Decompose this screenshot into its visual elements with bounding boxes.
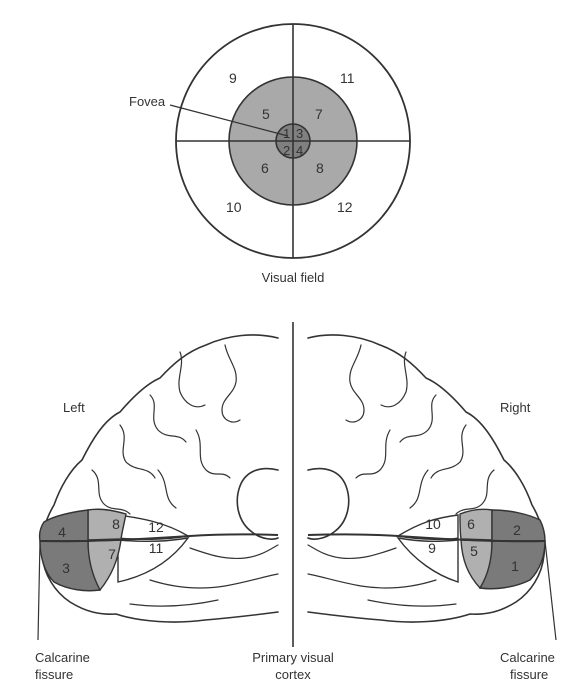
right-sulcus [355, 429, 391, 479]
left-zone-11: 11 [149, 540, 164, 556]
field-zone-2: 2 [283, 143, 290, 158]
left-fissure-leader [37, 540, 41, 641]
left-hemisphere-label: Left [63, 400, 85, 415]
left-zone-8: 8 [112, 516, 120, 532]
left-medial-lobe [236, 467, 279, 540]
left-zone-8-region [87, 508, 127, 541]
field-zone-10: 10 [226, 199, 242, 215]
right-sulcus [399, 394, 437, 443]
right-sulcus [455, 469, 495, 515]
right-zone-6: 6 [467, 516, 475, 532]
right-lower-gyrus [307, 573, 437, 589]
field-zone-4: 4 [296, 143, 303, 158]
right-zone-1: 1 [511, 558, 519, 574]
right-lower-gyrus [367, 599, 457, 607]
field-zone-6: 6 [261, 160, 269, 176]
right-sulcus [409, 469, 429, 509]
field-zone-11: 11 [340, 70, 355, 86]
field-zone-12: 12 [337, 199, 353, 215]
left-sulcus [178, 351, 206, 408]
left-sulcus [149, 394, 187, 443]
left-sulcus [195, 429, 231, 479]
left-zone-12: 12 [148, 519, 164, 535]
right-sulcus [380, 351, 408, 408]
right-calcarine-label-line2: fissure [510, 667, 548, 682]
visual-field-label: Visual field [262, 270, 325, 285]
right-lower-gyrus [307, 544, 397, 560]
left-hemisphere: 4 3 8 7 12 11 Left Calcarine fissure [35, 334, 279, 682]
field-zone-3: 3 [296, 126, 303, 141]
left-zone-3-region [39, 540, 102, 592]
right-hemisphere-label: Right [500, 400, 531, 415]
right-calcarine-label-line1: Calcarine [500, 650, 555, 665]
right-sulcus [430, 424, 467, 479]
primary-visual-cortex-label-line1: Primary visual [252, 650, 334, 665]
left-sulcus [119, 424, 156, 479]
right-zone-10: 10 [425, 516, 441, 532]
right-zone-9-region [396, 537, 459, 583]
right-zone-9: 9 [428, 540, 436, 556]
left-zone-4: 4 [58, 524, 66, 540]
left-zone-11-region [117, 537, 190, 583]
field-zone-9: 9 [229, 70, 237, 86]
left-calcarine-fissure-line [39, 533, 279, 543]
visual-field-diagram: Fovea 9 11 5 7 1 3 2 4 6 8 10 12 Visual … [129, 23, 411, 285]
field-zone-7: 7 [315, 106, 323, 122]
left-calcarine-label-line1: Calcarine [35, 650, 90, 665]
field-zone-5: 5 [262, 106, 270, 122]
right-sulcus [345, 344, 365, 423]
field-zone-1: 1 [283, 126, 290, 141]
fovea-label: Fovea [129, 94, 166, 109]
right-medial-lobe [307, 467, 350, 540]
left-sulcus [91, 469, 131, 515]
right-calcarine-fissure-line [307, 533, 546, 543]
right-zone-6-region [459, 508, 493, 541]
right-zone-2: 2 [513, 522, 521, 538]
left-zone-7: 7 [108, 546, 116, 562]
left-lower-gyrus [129, 599, 219, 607]
right-hemisphere-outline [307, 334, 546, 623]
right-hemisphere: 2 1 6 5 10 9 Right Calcarine fissure [307, 334, 557, 682]
left-zone-4-region [38, 509, 89, 542]
primary-visual-cortex-label-line2: cortex [275, 667, 311, 682]
right-zone-5: 5 [470, 543, 478, 559]
left-sulcus [221, 344, 241, 423]
left-lower-gyrus [189, 544, 279, 560]
left-hemisphere-outline [40, 334, 279, 623]
left-zone-3: 3 [62, 560, 70, 576]
right-fissure-leader [544, 540, 557, 641]
left-calcarine-label-line2: fissure [35, 667, 73, 682]
left-lower-gyrus [149, 573, 279, 589]
fovea-pointer-line [169, 104, 289, 137]
left-sulcus [157, 469, 177, 509]
right-zone-2-region [491, 509, 546, 542]
right-zone-1-region [478, 540, 546, 590]
field-zone-8: 8 [316, 160, 324, 176]
